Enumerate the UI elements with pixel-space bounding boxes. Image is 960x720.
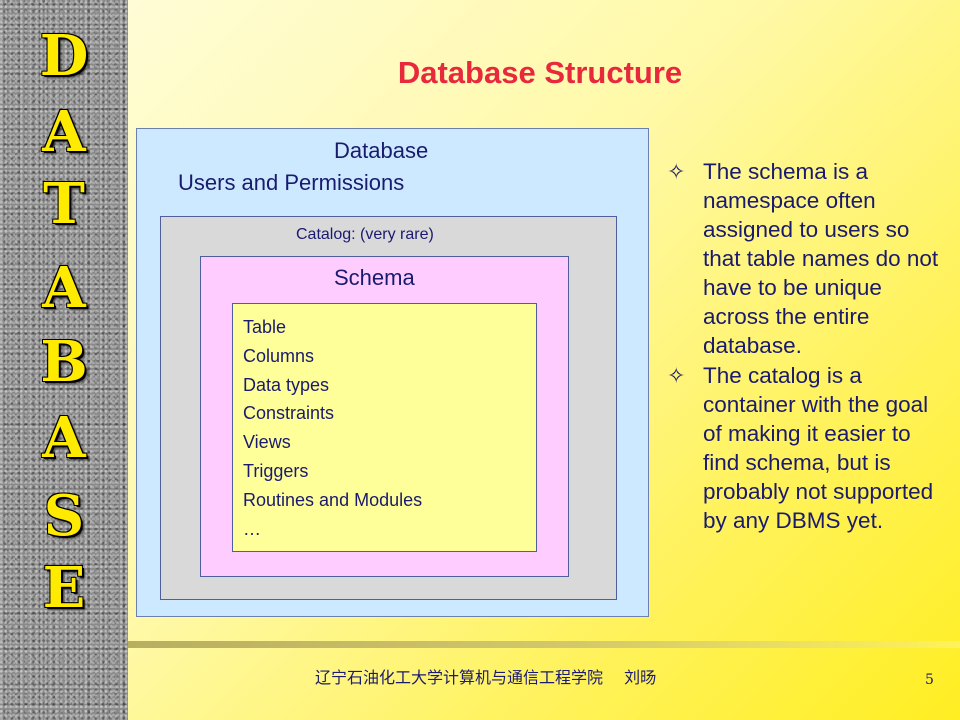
list-item: Columns [243, 345, 315, 366]
list-item: Constraints [243, 403, 335, 424]
table-box [232, 303, 537, 552]
sidebar-letter: T [43, 171, 85, 237]
sidebar-letter: D [39, 23, 89, 89]
bullet-item: ✧ The schema is a namespace often assign… [667, 157, 947, 360]
star-bullet-icon: ✧ [667, 363, 686, 388]
database-label: Database [334, 138, 429, 163]
users-permissions-label: Users and Permissions [178, 170, 405, 195]
bullet-item: ✧ The catalog is a container with the go… [667, 361, 947, 535]
sidebar-letter: S [43, 483, 85, 549]
sidebar-letter: A [42, 405, 86, 471]
page-number: 5 [925, 672, 934, 688]
list-item: … [243, 518, 261, 539]
list-item: Table [243, 317, 287, 337]
sidebar-letter: E [42, 555, 86, 621]
sidebar-letter: B [40, 329, 88, 395]
list-item: Data types [243, 374, 330, 395]
bullet-text: The schema is a namespace often assigned… [703, 159, 939, 358]
list-item: Routines and Modules [243, 489, 423, 510]
footer-text: 辽宁石油化工大学计算机与通信工程学院 刘旸 [315, 668, 657, 687]
bullet-text: The catalog is a container with the goal… [703, 363, 934, 533]
star-bullet-icon: ✧ [667, 159, 686, 184]
footer-divider [128, 641, 960, 648]
sidebar-letter: A [42, 255, 86, 321]
slide-title: Database Structure [397, 55, 683, 90]
sidebar-decoration: D A T A B A S E [0, 0, 128, 720]
table-items-list: Table Columns Data types Constraints Vie… [243, 313, 422, 543]
bullet-list: ✧ The schema is a namespace often assign… [667, 157, 947, 536]
schema-label: Schema [334, 265, 415, 290]
sidebar-letter: A [42, 99, 86, 165]
list-item: Triggers [243, 460, 309, 481]
catalog-label: Catalog: (very rare) [296, 226, 434, 243]
list-item: Views [243, 432, 291, 453]
